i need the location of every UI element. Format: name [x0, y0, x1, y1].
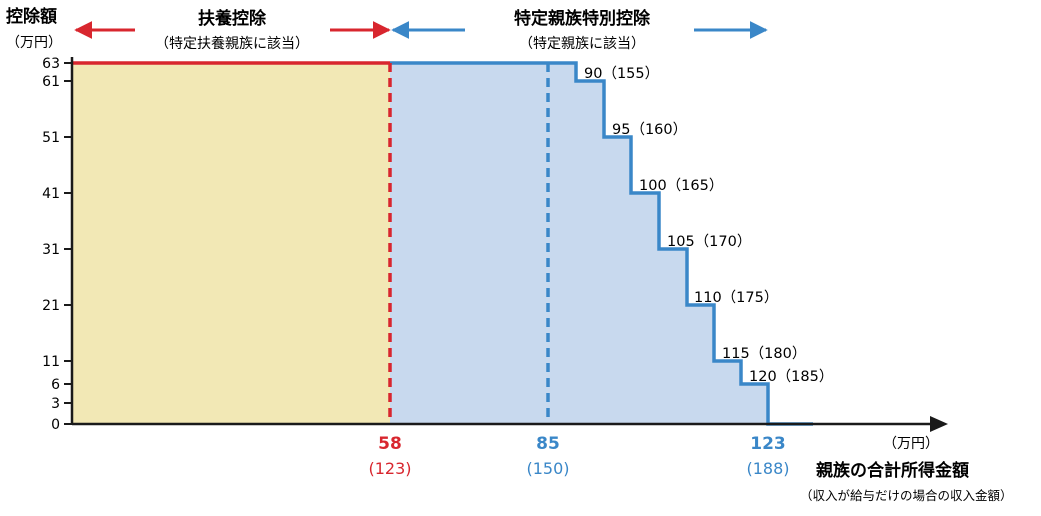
step-label-2: 100（165） [639, 177, 723, 194]
x-marker-label-58: 58 [378, 434, 402, 454]
fuyo-area [72, 63, 390, 424]
step-labels: 90（155） 95（160） 100（165） 105（170） 110（175） 11… [584, 65, 833, 385]
tokutei-series-line [390, 61, 813, 426]
y-tick-label-51: 51 [42, 130, 60, 146]
x-axis-title: 親族の合計所得金額 [816, 460, 969, 481]
x-axis-subtitle: （収入が給与だけの場合の収入金額） [800, 488, 1013, 503]
y-tick-label-63: 63 [42, 56, 60, 72]
tokutei-subtitle: （特定親族に該当） [519, 36, 645, 52]
step-label-1: 95（160） [612, 121, 687, 138]
y-tick-label-3: 3 [51, 396, 60, 412]
plot-area [72, 61, 813, 426]
y-ticks: 0 3 6 11 21 31 41 51 61 63 [42, 56, 72, 433]
fuyo-subtitle: （特定扶養親族に該当） [155, 35, 309, 52]
x-marker-label-123: 123 [750, 434, 786, 454]
tokutei-title: 特定親族特別控除 [514, 8, 651, 29]
fuyo-title: 扶養控除 [198, 8, 267, 29]
step-label-0: 90（155） [584, 65, 659, 82]
x-marker-sub-85: (150) [526, 459, 569, 478]
x-marker-sub-123: (188) [746, 459, 789, 478]
x-markers: 58 (123) 85 (150) 123 (188) [368, 434, 789, 478]
y-tick-label-0: 0 [51, 417, 60, 433]
y-axis-unit: （万円） [6, 35, 62, 51]
x-marker-label-85: 85 [536, 434, 560, 454]
x-axis-unit: （万円） [883, 436, 939, 452]
y-tick-label-6: 6 [51, 377, 60, 393]
x-marker-sub-58: (123) [368, 459, 411, 478]
y-tick-label-41: 41 [42, 186, 60, 202]
step-label-4: 110（175） [694, 289, 778, 306]
y-tick-label-11: 11 [42, 354, 60, 370]
y-tick-label-61: 61 [42, 74, 60, 90]
step-label-6: 120（185） [749, 368, 833, 385]
step-label-3: 105（170） [667, 233, 751, 250]
x-axis-arrowhead [930, 416, 948, 432]
y-axis-title: 控除額 [6, 6, 57, 27]
step-label-5: 115（180） [722, 345, 806, 362]
y-tick-label-21: 21 [42, 298, 60, 314]
y-tick-label-31: 31 [42, 242, 60, 258]
tokutei-area [390, 63, 768, 424]
